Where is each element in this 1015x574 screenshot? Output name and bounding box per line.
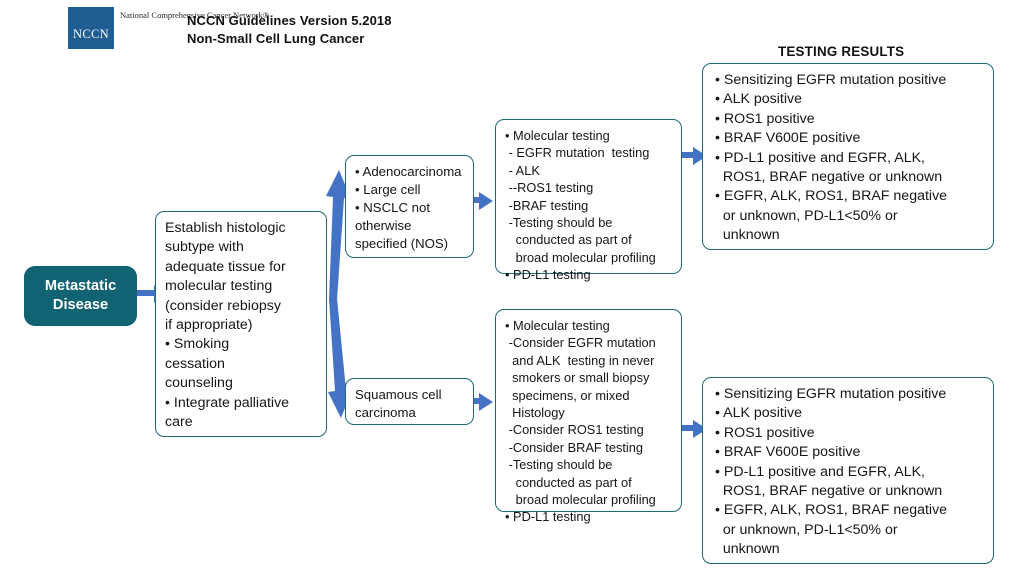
text-line: • Molecular testing	[505, 128, 610, 143]
text-line: conducted as part of	[505, 232, 632, 248]
text-line: unknown	[715, 541, 780, 558]
text-line: - ALK	[505, 162, 540, 178]
node-results-top[interactable]: • Sensitizing EGFR mutation positive • AL…	[702, 63, 994, 250]
page-title: NCCN Guidelines Version 5.2018 Non-Small…	[187, 12, 392, 48]
text-line: • Sensitizing EGFR mutation positive	[715, 72, 947, 88]
text-line: molecular testing	[165, 278, 273, 295]
text-line: • ALK positive	[715, 405, 802, 422]
node-molecular-testing-top[interactable]: • Molecular testing - EGFR mutation test…	[495, 119, 682, 282]
text-line: -Testing should be	[505, 457, 613, 473]
arrow-workup-to-nonsquamous	[316, 168, 356, 300]
text-line: • Large cell	[355, 182, 421, 197]
node-workup[interactable]: Establish histologic subtype with adequate…	[155, 211, 327, 437]
text-line: • Molecular testing	[505, 318, 610, 333]
node-metastatic-disease[interactable]: Metastatic Disease	[24, 266, 137, 326]
text-line: • Integrate palliative	[165, 394, 290, 411]
histology-squamous-lines: Squamous cell carcinoma	[355, 386, 465, 422]
text-line: • Smoking	[165, 336, 230, 353]
nccn-logo-mark: NCCN	[68, 7, 114, 49]
text-line: broad molecular profiling	[505, 492, 656, 508]
workup-lines: Establish histologic subtype with adequate…	[165, 219, 318, 432]
node-molecular-testing-bottom[interactable]: • Molecular testing -Consider EGFR mutat…	[495, 309, 682, 524]
text-line: unknown	[715, 227, 780, 244]
text-line: or unknown, PD-L1<50% or	[715, 207, 898, 224]
molecular-testing-bottom-highlight: • PD-L1 testing	[505, 509, 591, 525]
metastatic-line-1: Metastatic	[44, 278, 117, 294]
text-line: -Consider BRAF testing	[505, 439, 643, 455]
text-line: • ROS1 positive	[715, 424, 815, 441]
arrow-molecular-top-to-results-top	[674, 145, 708, 167]
text-line: cessation	[165, 355, 225, 372]
text-line: -Testing should be	[505, 215, 613, 231]
text-line: • Adenocarcinoma	[355, 164, 462, 179]
nccn-logo: NCCN National Comprehensive Cancer Netwo…	[68, 7, 269, 49]
text-line: ROS1, BRAF negative or unknown	[715, 169, 943, 186]
node-results-bottom[interactable]: • Sensitizing EGFR mutation positive • AL…	[702, 377, 994, 564]
results-bottom-lines: • Sensitizing EGFR mutation positive • AL…	[715, 385, 985, 560]
title-line-1: NCCN Guidelines Version 5.2018	[187, 13, 392, 28]
text-line: • PD-L1 positive and EGFR, ALK,	[715, 149, 925, 166]
arrow-workup-to-squamous	[316, 298, 356, 420]
histology-nonsquamous-lines: • Adenocarcinoma • Large cell • NSCLC not o…	[355, 163, 465, 253]
title-line-2: Non-Small Cell Lung Cancer	[187, 31, 365, 46]
text-line: broad molecular profiling	[505, 249, 656, 265]
text-line: subtype with	[165, 239, 244, 256]
text-line: -BRAF testing	[505, 197, 589, 213]
text-line: • BRAF V600E positive	[715, 130, 861, 147]
text-line: and ALK testing in never	[505, 352, 655, 368]
molecular-testing-top-highlight: • PD-L1 testing	[505, 267, 591, 283]
text-line: conducted as part of	[505, 474, 632, 490]
text-line: - EGFR mutation testing	[505, 145, 650, 161]
text-line: otherwise	[355, 218, 412, 233]
text-line: • EGFR, ALK, ROS1, BRAF negative	[715, 188, 948, 205]
molecular-testing-top-lines: • Molecular testing - EGFR mutation test…	[505, 127, 673, 266]
text-line: counseling	[165, 375, 233, 392]
metastatic-line-2: Disease	[52, 297, 109, 313]
text-line: • BRAF V600E positive	[715, 444, 861, 461]
text-line: -Consider EGFR mutation	[505, 335, 656, 351]
text-line: adequate tissue for	[165, 258, 286, 275]
node-histology-squamous[interactable]: Squamous cell carcinoma	[345, 378, 474, 425]
text-line: Histology	[505, 405, 565, 421]
arrow-molecular-bottom-to-results-bottom	[674, 418, 708, 440]
nccn-logo-wordmark: National Comprehensive Cancer Network®	[120, 10, 270, 20]
text-line: specified (NOS)	[355, 236, 449, 251]
text-line: smokers or small biopsy	[505, 370, 650, 386]
testing-results-label: TESTING RESULTS	[778, 44, 905, 59]
text-line: --ROS1 testing	[505, 180, 594, 196]
text-line: • EGFR, ALK, ROS1, BRAF negative	[715, 502, 948, 519]
text-line: carcinoma	[355, 405, 416, 420]
molecular-testing-bottom-lines: • Molecular testing -Consider EGFR mutat…	[505, 317, 673, 508]
node-histology-nonsquamous[interactable]: • Adenocarcinoma • Large cell • NSCLC not o…	[345, 155, 474, 258]
text-line: Establish histologic	[165, 220, 286, 236]
text-line: • Sensitizing EGFR mutation positive	[715, 386, 947, 402]
text-line: Squamous cell	[355, 387, 442, 402]
results-top-lines: • Sensitizing EGFR mutation positive • AL…	[715, 71, 985, 246]
text-line: specimens, or mixed	[505, 387, 630, 403]
text-line: or unknown, PD-L1<50% or	[715, 521, 898, 538]
text-line: • NSCLC not	[355, 200, 430, 215]
text-line: -Consider ROS1 testing	[505, 422, 644, 438]
text-line: if appropriate)	[165, 317, 253, 334]
text-line: ROS1, BRAF negative or unknown	[715, 483, 943, 500]
text-line: (consider rebiopsy	[165, 297, 281, 314]
text-line: • PD-L1 positive and EGFR, ALK,	[715, 463, 925, 480]
text-line: care	[165, 414, 193, 431]
text-line: • ROS1 positive	[715, 110, 815, 127]
text-line: • ALK positive	[715, 91, 802, 108]
